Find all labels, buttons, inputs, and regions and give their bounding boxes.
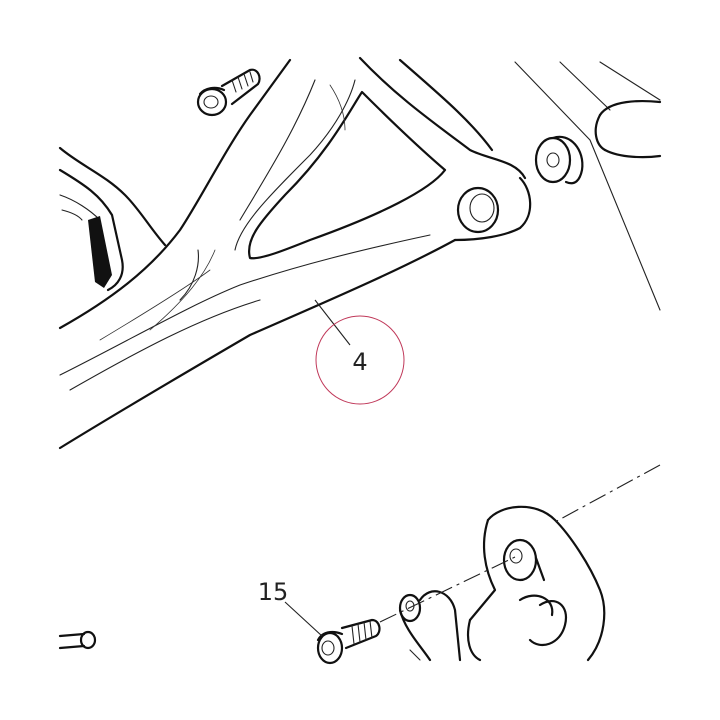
callout-label-4: 4	[352, 348, 367, 376]
bolt-part-15	[316, 618, 381, 665]
bolt-top-left	[196, 68, 261, 117]
pin-bottom-left	[58, 630, 97, 650]
leader-line-4	[314, 299, 351, 346]
highlight-circle-4	[315, 315, 405, 405]
callout-4: 4	[314, 299, 405, 405]
rear-frame-fragment	[514, 61, 662, 311]
leader-line-15	[284, 601, 323, 637]
callout-15: 15	[258, 578, 323, 637]
bracket-arm-part-4	[58, 56, 532, 450]
axis-line-upper	[554, 464, 661, 523]
lower-clamp-bracket	[398, 505, 606, 662]
callout-label-15: 15	[258, 578, 289, 606]
frame-housing-fragment	[58, 146, 167, 292]
axis-line-lower	[379, 556, 516, 623]
